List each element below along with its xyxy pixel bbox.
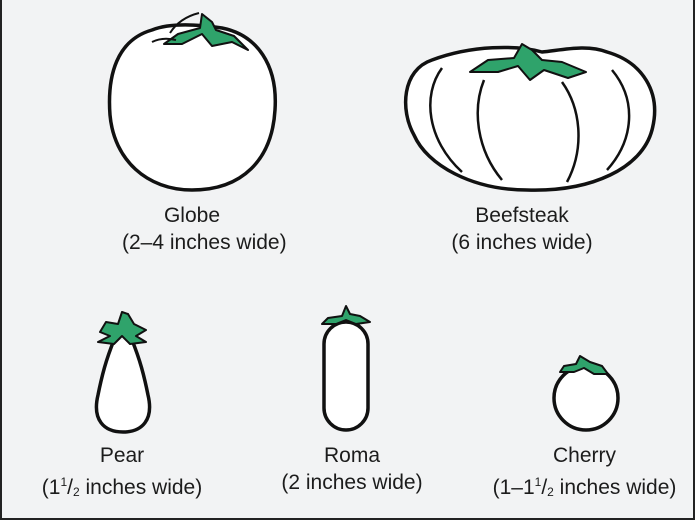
globe-width: (2–4 inches wide) [122, 229, 262, 256]
cherry-tomato-icon [554, 356, 618, 430]
beefsteak-width: (6 inches wide) [442, 229, 602, 256]
globe-tomato-icon [109, 13, 275, 190]
beefsteak-label: Beefsteak (6 inches wide) [442, 202, 602, 256]
cherry-name: Cherry [477, 442, 692, 469]
beefsteak-name: Beefsteak [442, 202, 602, 229]
globe-name: Globe [122, 202, 262, 229]
pear-tomato-icon [96, 312, 149, 432]
roma-name: Roma [262, 442, 442, 469]
roma-width: (2 inches wide) [262, 469, 442, 496]
roma-tomato-icon [322, 306, 370, 430]
pear-width: (11/2 inches wide) [32, 469, 212, 506]
cherry-width: (1–11/2 inches wide) [477, 469, 692, 506]
cherry-label: Cherry (1–11/2 inches wide) [477, 442, 692, 506]
globe-label: Globe (2–4 inches wide) [122, 202, 262, 256]
beefsteak-tomato-icon [406, 44, 655, 190]
pear-label: Pear (11/2 inches wide) [32, 442, 212, 506]
pear-name: Pear [32, 442, 212, 469]
roma-label: Roma (2 inches wide) [262, 442, 442, 496]
